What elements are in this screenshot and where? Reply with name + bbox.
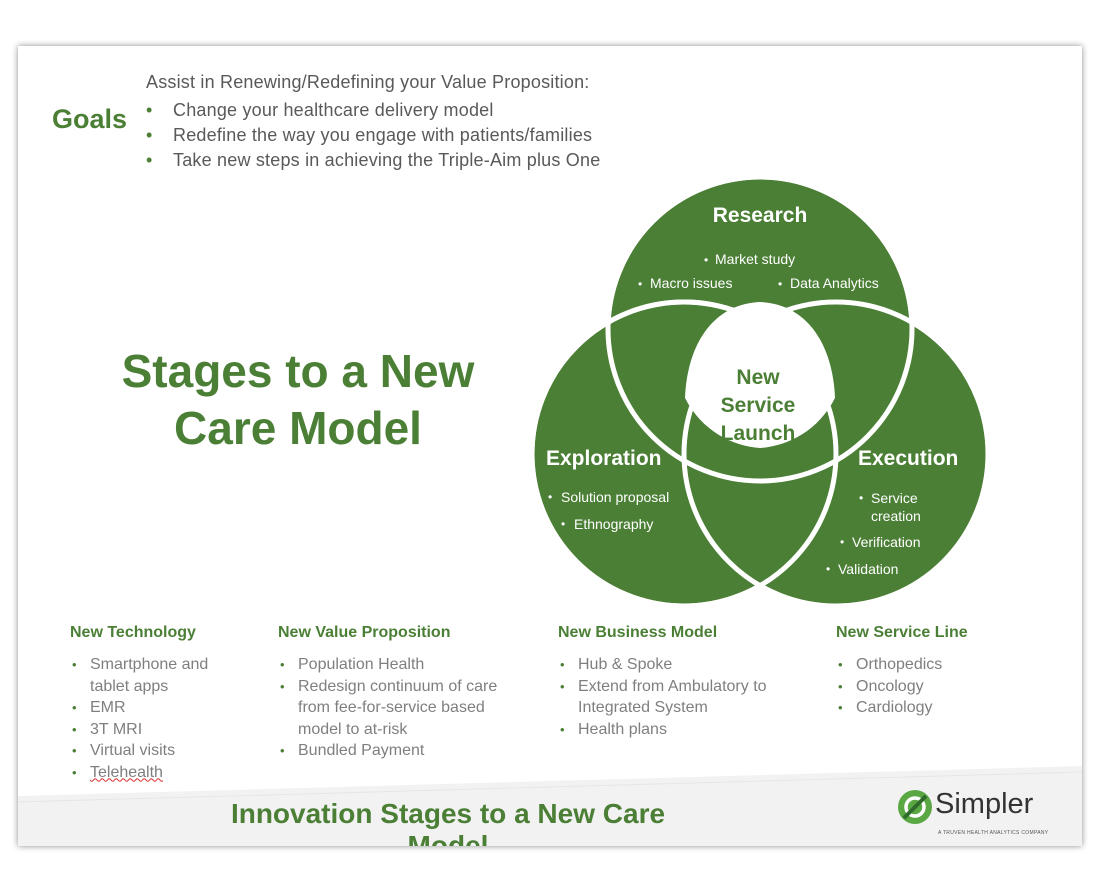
research-item: Market study	[715, 251, 795, 267]
column-heading: New Value Proposition	[278, 624, 451, 641]
slide: Goals Assist in Renewing/Redefining your…	[18, 46, 1082, 846]
bullet-icon: •	[638, 277, 642, 291]
center-label-line2: Service	[721, 394, 796, 417]
logo-tagline: A TRUVEN HEALTH ANALYTICS COMPANY	[938, 830, 1049, 836]
venn-center-shape	[685, 302, 835, 448]
list-item: Hub & Spoke	[558, 654, 808, 676]
goal-item: Change your healthcare delivery model	[146, 98, 600, 123]
venn-diagram: Research Market study • Macro issues • D…	[529, 174, 991, 609]
research-title: Research	[713, 204, 808, 227]
goals-intro: Assist in Renewing/Redefining your Value…	[146, 72, 590, 92]
list-item: Telehealth	[70, 762, 250, 784]
list-item: Extend from Ambulatory to Integrated Sys…	[558, 676, 800, 719]
exploration-item: Ethnography	[574, 516, 653, 532]
bullet-icon: •	[778, 277, 782, 291]
list-item: Health plans	[558, 719, 808, 741]
research-item: Macro issues	[650, 275, 732, 291]
column-new-value-proposition: New Value Proposition Population Health …	[278, 624, 528, 762]
list-item: Smartphone and tablet apps	[70, 654, 230, 697]
center-label-line1: New	[736, 366, 780, 389]
logo-wordmark: Simpler	[935, 788, 1034, 820]
bullet-icon: •	[826, 562, 830, 576]
list-item: Virtual visits	[70, 740, 250, 762]
simpler-logo-icon	[898, 790, 932, 824]
bullet-icon: •	[859, 491, 863, 505]
bullet-icon: •	[561, 517, 565, 531]
column-heading: New Service Line	[836, 624, 968, 641]
column-heading: New Business Model	[558, 624, 718, 641]
list-item: Bundled Payment	[278, 740, 528, 762]
execution-item: Verification	[852, 534, 920, 550]
bullet-icon: •	[840, 535, 844, 549]
main-title-line1: Stages to a New	[121, 345, 475, 397]
column-heading: New Technology	[70, 624, 196, 641]
goal-item: Take new steps in achieving the Triple-A…	[146, 148, 600, 173]
list-item: EMR	[70, 697, 250, 719]
list-item: Redesign continuum of care from fee-for-…	[278, 676, 520, 741]
list-item: Oncology	[836, 676, 1036, 698]
footer-band	[18, 766, 1082, 846]
center-label-line3: Launch	[721, 422, 796, 445]
bullet-icon: •	[548, 490, 552, 504]
footer-title: Innovation Stages to a New Care Model	[230, 798, 666, 846]
goal-item: Redefine the way you engage with patient…	[146, 123, 600, 148]
exploration-title: Exploration	[546, 447, 662, 470]
column-new-business-model: New Business Model Hub & Spoke Extend fr…	[558, 624, 808, 740]
main-title-line2: Care Model	[174, 402, 422, 454]
simpler-logo: Simpler A TRUVEN HEALTH ANALYTICS COMPAN…	[894, 788, 1048, 838]
list-item: Population Health	[278, 654, 528, 676]
goals-label: Goals	[52, 104, 128, 134]
execution-item: Validation	[838, 561, 898, 577]
list-item: Cardiology	[836, 697, 1036, 719]
column-new-service-line: New Service Line Orthopedics Oncology Ca…	[836, 624, 1036, 719]
list-item: 3T MRI	[70, 719, 250, 741]
main-title: Stages to a New Care Model	[108, 343, 488, 457]
exploration-item: Solution proposal	[561, 489, 669, 505]
goals-list: Change your healthcare delivery model Re…	[146, 98, 600, 173]
list-item: Orthopedics	[836, 654, 1036, 676]
column-new-technology: New Technology Smartphone and tablet app…	[70, 624, 250, 783]
telehealth-text: Telehealth	[90, 763, 163, 781]
execution-item: Service	[871, 490, 918, 506]
execution-title: Execution	[858, 447, 958, 470]
execution-item: creation	[871, 508, 921, 524]
research-item: Data Analytics	[790, 275, 879, 291]
bullet-icon: •	[704, 253, 708, 267]
